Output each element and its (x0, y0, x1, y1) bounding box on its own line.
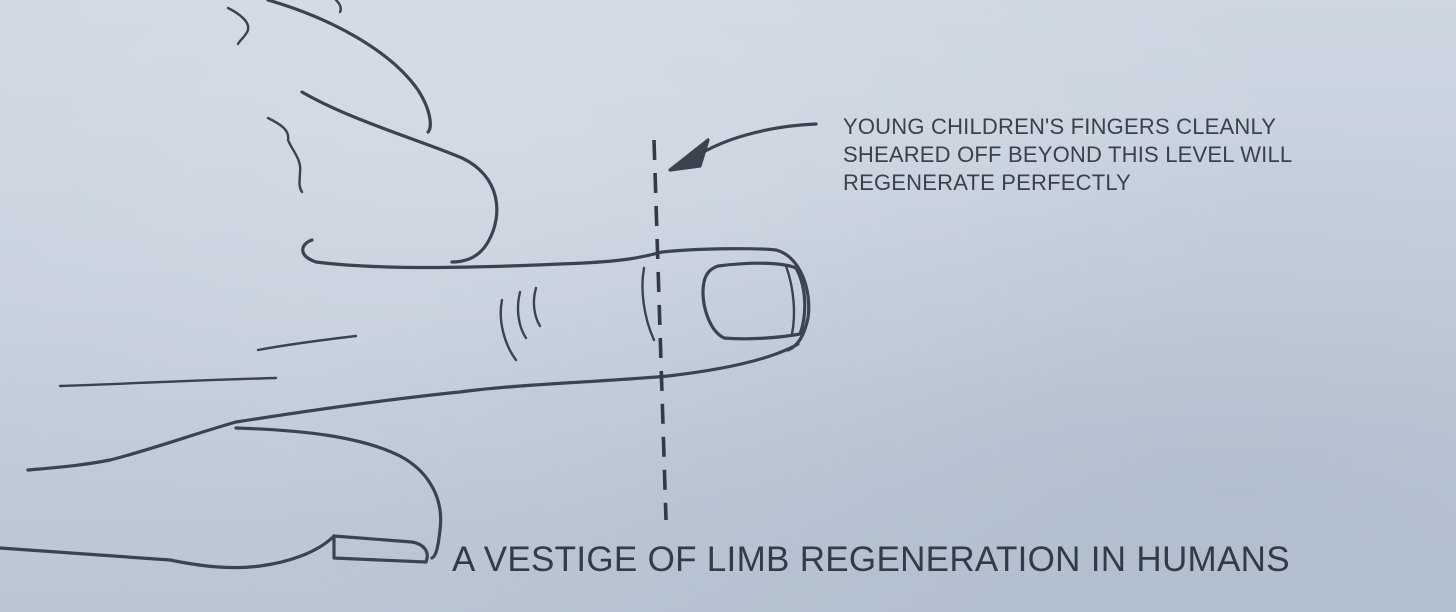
upper-fingers (226, 0, 499, 264)
index-finger (26, 238, 811, 472)
lower-hand (0, 334, 443, 570)
annotation-text: YOUNG CHILDREN'S FINGERS CLEANLY SHEARED… (843, 113, 1403, 197)
cut-level-line (652, 139, 668, 521)
annotation-line-1: YOUNG CHILDREN'S FINGERS CLEANLY (843, 114, 1277, 139)
curved-arrow-icon (668, 122, 818, 172)
figure-caption: A VESTIGE OF LIMB REGENERATION IN HUMANS (452, 540, 1290, 579)
annotation-line-2: SHEARED OFF BEYOND THIS LEVEL WILL (843, 142, 1293, 167)
annotation-line-3: REGENERATE PERFECTLY (843, 170, 1132, 195)
